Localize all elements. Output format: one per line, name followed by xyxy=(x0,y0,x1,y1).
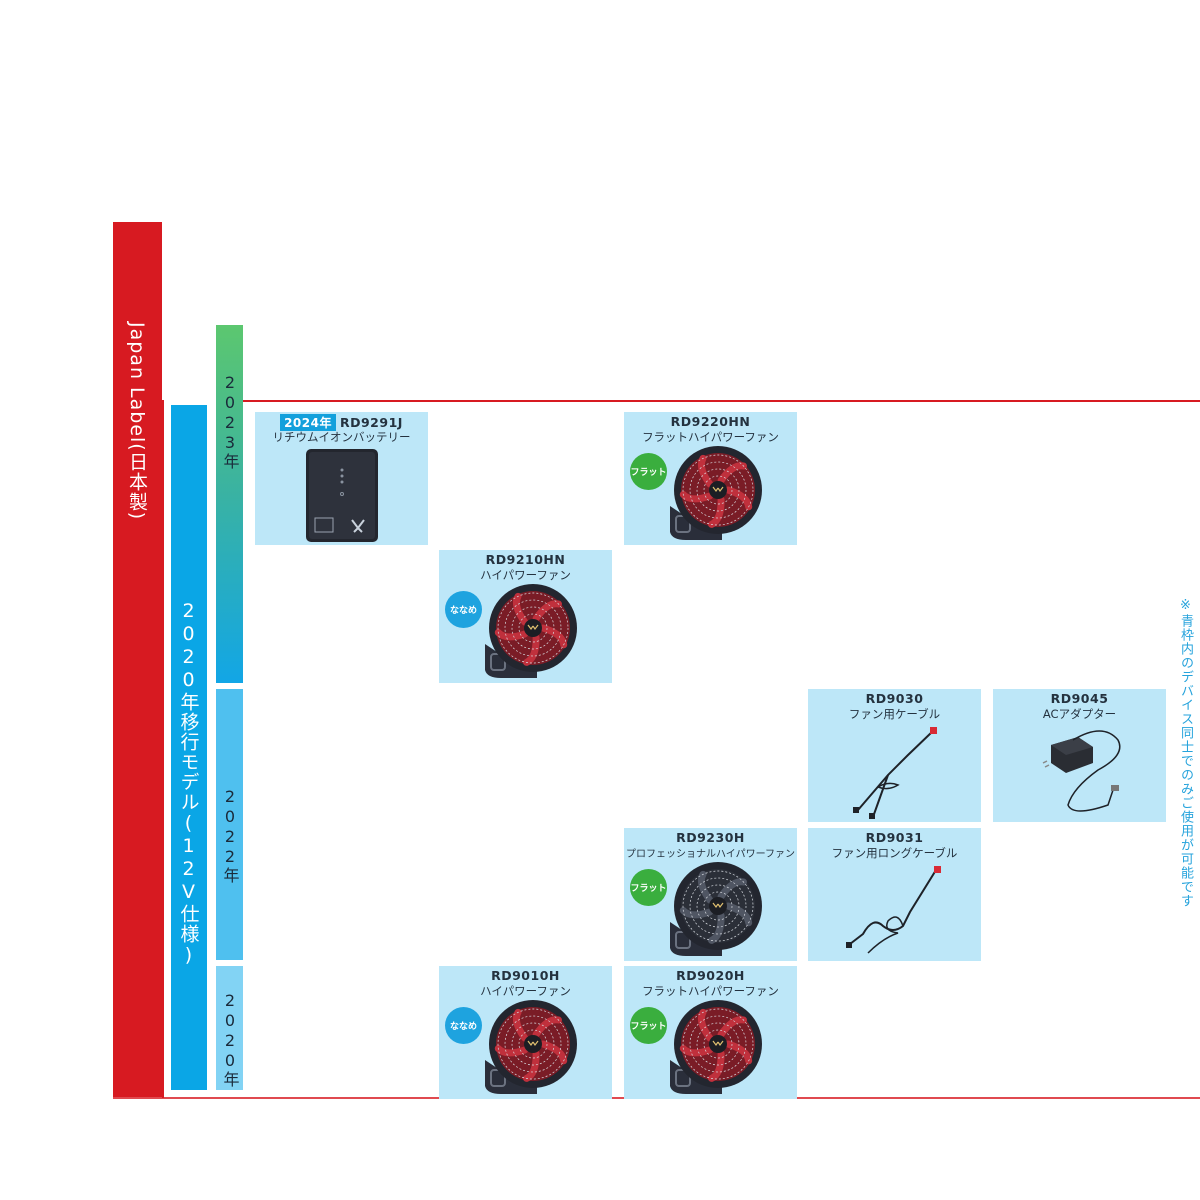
flat-badge: フラット xyxy=(630,869,667,906)
fan-icon xyxy=(670,862,762,956)
year-label: 2020年 xyxy=(220,991,240,1088)
year-tag: 2024年 xyxy=(280,414,336,431)
product-name: リチウムイオンバッテリー xyxy=(272,430,411,444)
product-model: RD9031 xyxy=(865,830,924,845)
product-name: フラットハイパワーファン xyxy=(642,430,779,444)
product-model: RD9210HN xyxy=(485,552,566,567)
transition-model-text: 2020年移行モデル(12V仕様) xyxy=(177,600,200,967)
product-name: プロフェッショナルハイパワーファン xyxy=(626,849,795,860)
frame-line-top xyxy=(243,400,1200,402)
ac-adapter-icon xyxy=(1042,730,1121,812)
product-card-rd9031[interactable]: RD9031 ファン用ロングケーブル xyxy=(808,828,981,961)
year-label: 2023年 xyxy=(220,373,240,470)
fan-icon xyxy=(670,1000,762,1094)
product-card-rd9210hn[interactable]: RD9210HN ハイパワーファン ななめ xyxy=(439,550,612,683)
diagonal-badge: ななめ xyxy=(445,1007,482,1044)
japan-label-text: Japan Label(日本製) xyxy=(126,322,148,521)
product-card-rd9220hn[interactable]: RD9220HN フラットハイパワーファン フラット xyxy=(624,412,797,545)
product-name: ファン用ロングケーブル xyxy=(831,846,958,860)
product-card-rd9030[interactable]: RD9030 ファン用ケーブル xyxy=(808,689,981,822)
product-model: RD9291J xyxy=(339,415,403,430)
diagonal-badge: ななめ xyxy=(445,591,482,628)
product-card-rd9010h[interactable]: RD9010H ハイパワーファン ななめ xyxy=(439,966,612,1099)
cable-icon xyxy=(853,727,937,819)
long-cable-icon xyxy=(846,866,941,954)
japan-label-bar: Japan Label(日本製) xyxy=(113,222,162,1098)
product-name: フラットハイパワーファン xyxy=(642,984,779,998)
year-bar-2023: 2023年 xyxy=(216,325,243,683)
transition-model-bar: 2020年移行モデル(12V仕様) xyxy=(171,405,207,1090)
flat-badge: フラット xyxy=(630,1007,667,1044)
product-model: RD9030 xyxy=(865,691,924,706)
flat-badge: フラット xyxy=(630,453,667,490)
product-card-rd9020h[interactable]: RD9020H フラットハイパワーファン フラット xyxy=(624,966,797,1099)
product-model: RD9020H xyxy=(676,968,745,983)
fan-icon xyxy=(670,446,762,540)
fan-icon xyxy=(485,584,577,678)
year-label: 2022年 xyxy=(220,787,240,884)
product-card-rd9045[interactable]: RD9045 ACアダプター xyxy=(993,689,1166,822)
product-name: ファン用ケーブル xyxy=(848,707,941,721)
year-bar-2022: 2022年 xyxy=(216,689,243,960)
product-card-rd9230h[interactable]: RD9230H プロフェッショナルハイパワーファン フラット xyxy=(624,828,797,961)
product-name: ACアダプター xyxy=(1042,707,1117,721)
battery-icon xyxy=(306,449,378,542)
product-model: RD9010H xyxy=(491,968,560,983)
compatibility-note: ※青枠内のデバイス同士でのみご使用が可能です xyxy=(1178,598,1193,908)
product-model: RD9045 xyxy=(1050,691,1109,706)
fan-icon xyxy=(485,1000,577,1094)
frame-line-left xyxy=(162,400,164,1098)
product-model: RD9220HN xyxy=(670,414,751,429)
product-name: ハイパワーファン xyxy=(480,984,571,998)
product-model: RD9230H xyxy=(676,830,745,845)
year-bar-2020: 2020年 xyxy=(216,966,243,1090)
product-name: ハイパワーファン xyxy=(480,568,571,582)
